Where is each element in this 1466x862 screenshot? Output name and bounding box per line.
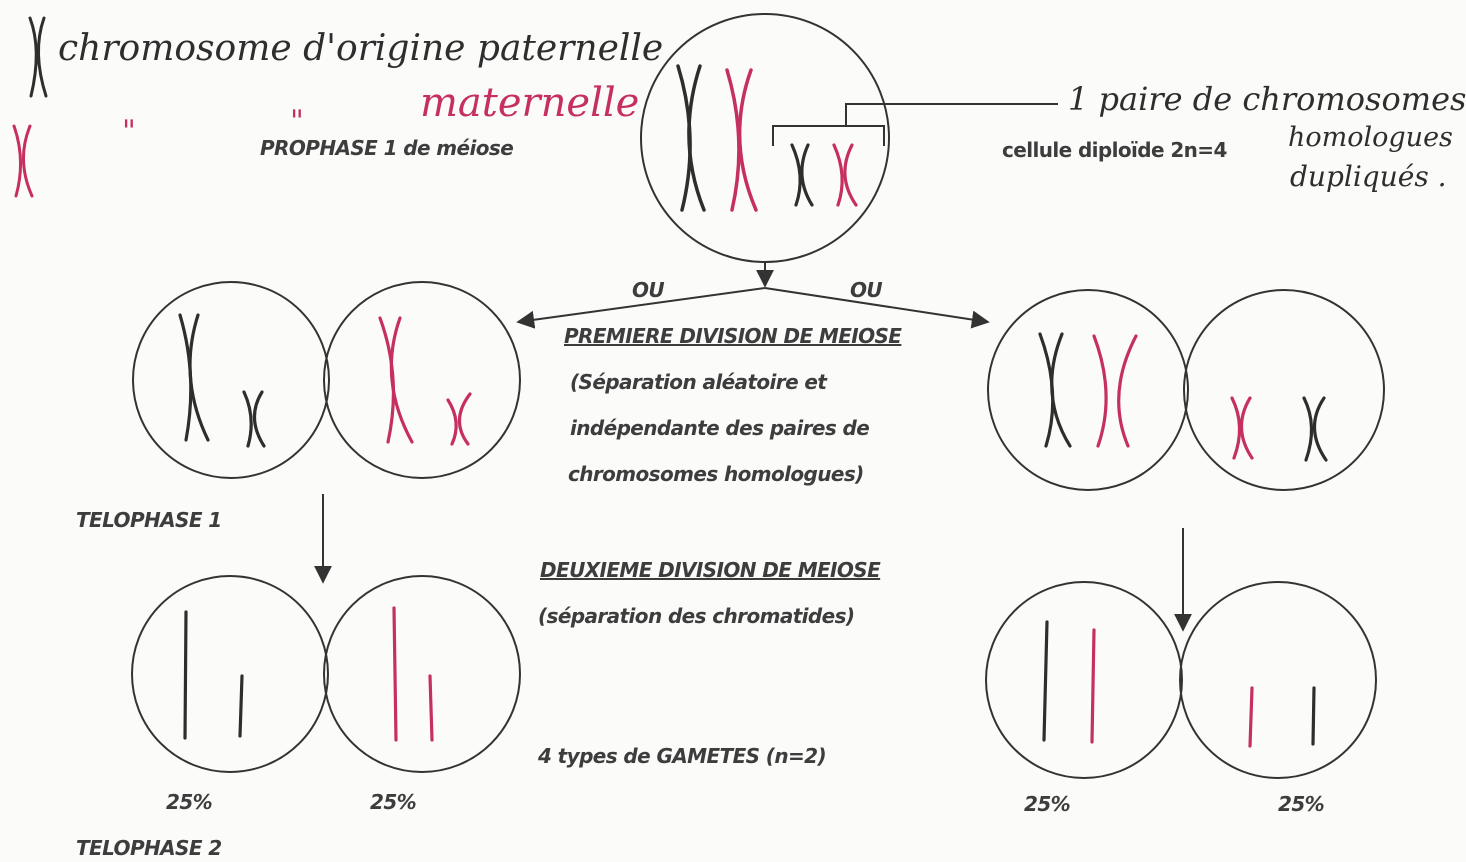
prophase-label: PROPHASE 1 de méiose xyxy=(260,136,514,160)
telophase2-left-chromatids xyxy=(183,606,434,742)
telophase2-right-cell-a xyxy=(985,581,1183,779)
pair-annotation-line-1: 1 paire de chromosomes xyxy=(1068,80,1466,118)
paternal-legend-label: chromosome d'origine paternelle xyxy=(58,28,664,69)
telophase2-label: TELOPHASE 2 xyxy=(76,836,222,860)
percentage-2: 25% xyxy=(370,790,417,814)
ou-label-left: OU xyxy=(632,278,665,302)
ditto-mark-1: " xyxy=(122,114,136,149)
telophase1-left-maternal-chromosomes xyxy=(378,316,472,446)
second-division-description: (séparation des chromatides) xyxy=(538,604,855,628)
telophase1-left-paternal-chromosomes xyxy=(178,313,266,448)
maternal-legend-chromosome xyxy=(12,124,34,198)
telophase2-left-cell-b xyxy=(323,575,521,773)
telophase1-right-cell-a xyxy=(987,289,1189,491)
homolog-pair-bracket xyxy=(772,103,1058,146)
diploid-cell xyxy=(640,13,890,263)
telophase1-right-maternal-chromosomes xyxy=(1092,334,1254,460)
pair-annotation-line-2: homologues xyxy=(1288,122,1453,153)
pair-annotation-line-3: dupliqués . xyxy=(1290,160,1447,193)
telophase2-right-chromatids xyxy=(1042,620,1316,748)
gametes-label: 4 types de GAMETES (n=2) xyxy=(538,744,827,768)
paternal-long-chromosome xyxy=(676,64,706,212)
telophase2-left-cell-a xyxy=(131,575,329,773)
percentage-1: 25% xyxy=(166,790,213,814)
telophase2-right-cell-b xyxy=(1179,581,1377,779)
telophase1-right-cell-b xyxy=(1183,289,1385,491)
telophase1-right-paternal-chromosomes xyxy=(1038,332,1328,462)
first-division-desc-line-1: (Séparation aléatoire et xyxy=(570,370,827,394)
second-division-title: DEUXIEME DIVISION DE MEIOSE xyxy=(540,558,881,582)
telophase1-left-cell-a xyxy=(132,281,330,479)
first-division-title: PREMIERE DIVISION DE MEIOSE xyxy=(564,324,902,348)
paternal-short-chromosome xyxy=(790,143,814,207)
division-arrows xyxy=(314,262,1192,632)
first-division-desc-line-3: chromosomes homologues) xyxy=(568,462,864,486)
maternal-long-chromosome xyxy=(725,68,758,212)
ditto-mark-2: " xyxy=(290,104,304,139)
diploid-cell-label: cellule diploïde 2n=4 xyxy=(1002,138,1227,162)
telophase1-left-cell-b xyxy=(323,281,521,479)
paternal-legend-chromosome xyxy=(28,16,48,98)
first-division-desc-line-2: indépendante des paires de xyxy=(570,416,870,440)
maternal-legend-label: maternelle xyxy=(420,80,640,126)
percentage-3: 25% xyxy=(1024,792,1071,816)
percentage-4: 25% xyxy=(1278,792,1325,816)
maternal-short-chromosome xyxy=(832,143,858,207)
telophase1-label: TELOPHASE 1 xyxy=(76,508,222,532)
ou-label-right: OU xyxy=(850,278,883,302)
